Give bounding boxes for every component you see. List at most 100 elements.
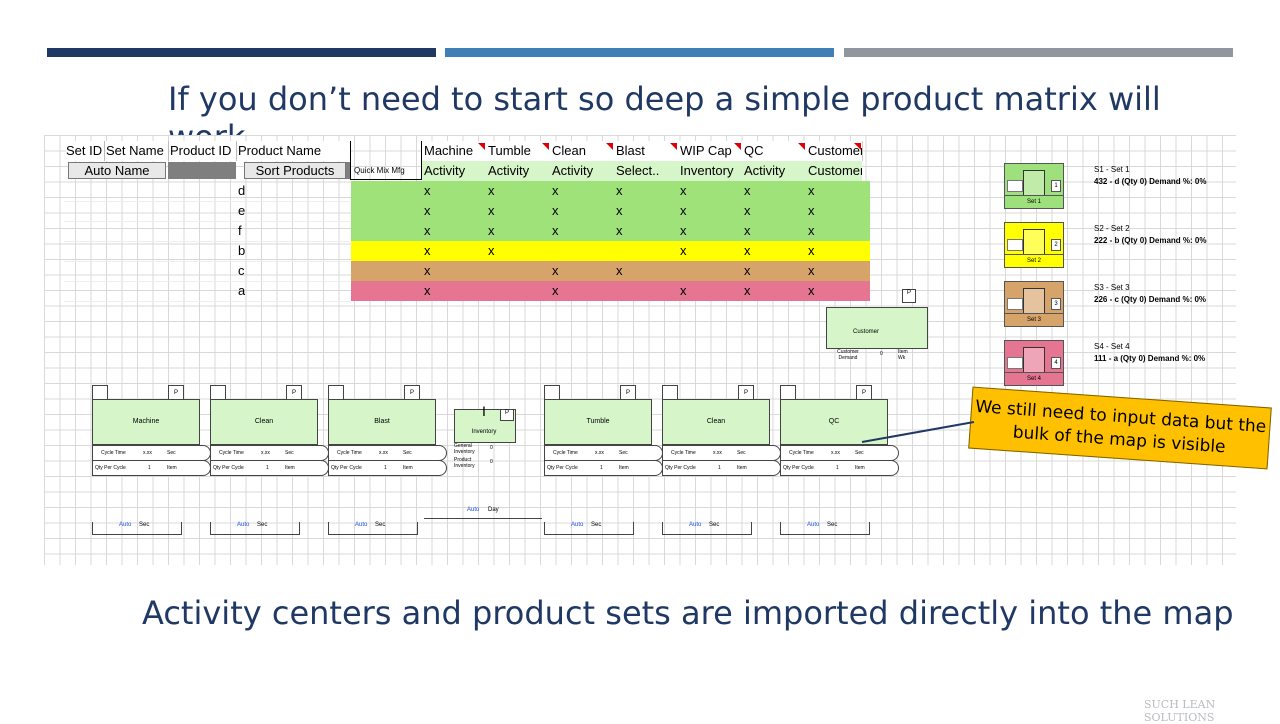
cycle-value: x.xx [261,450,270,456]
matrix-mark: x [616,203,623,218]
product-name: f [238,223,242,238]
set-id-text: S1 - Set 1 [1094,165,1130,174]
matrix-mark: x [744,243,751,258]
qty-label: Qty Per Cycle [783,465,814,471]
comment-marker [478,143,485,150]
matrix-mark: x [424,283,431,298]
matrix-mark: x [616,263,623,278]
footer-auto: Auto [355,522,368,528]
qty-label: Qty Per Cycle [547,465,578,471]
matrix-mark: x [424,223,431,238]
qty-label: Qty Per Cycle [331,465,362,471]
qty-value: 1 [718,465,721,471]
cycle-label: Cycle Time [553,450,578,456]
matrix-mark: x [744,223,751,238]
matrix-mark: x [744,183,751,198]
cycle-label: Cycle Time [101,450,126,456]
process-name: Machine [92,399,200,445]
activity-subheader: Activity [742,161,806,181]
matrix-mark: x [424,243,431,258]
qty-unit: Item [285,465,295,471]
cycle-value: x.xx [713,450,722,456]
qty-value: 1 [148,465,151,471]
matrix-mark: x [744,263,751,278]
matrix-row-blank [64,261,350,282]
inventory-gen-label: General Inventory [454,443,475,455]
cycle-label: Cycle Time [789,450,814,456]
sort-products-button[interactable]: Sort Products [244,162,346,179]
activity-subheader: Select.. [614,161,678,181]
matrix-mark: x [616,183,623,198]
qty-value: 1 [836,465,839,471]
matrix-mark: x [680,283,687,298]
auto-name-button[interactable]: Auto Name [68,162,166,179]
inventory-foot-line [424,518,542,519]
activity-header: WIP Cap [678,141,743,161]
activity-subheader: Inventory [678,161,742,181]
comment-marker [854,143,861,150]
cycle-unit: Sec [167,450,176,456]
set-number: 4 [1051,357,1061,369]
comment-marker [542,143,549,150]
matrix-mark: x [616,223,623,238]
matrix-header: Set Name [106,141,169,161]
cycle-value: x.xx [595,450,604,456]
qty-cap [766,460,781,476]
set-desc-text: 226 - c (Qty 0) Demand %: 0% [1094,295,1207,304]
qty-value: 1 [600,465,603,471]
set-label: Set 3 [1005,313,1063,326]
matrix-header: Product ID [170,141,237,161]
cycle-label: Cycle Time [219,450,244,456]
cycle-value: x.xx [379,450,388,456]
qty-cap [884,460,899,476]
footer-auto: Auto [807,522,820,528]
footer-unit: Sec [591,522,602,528]
matrix-mark: x [808,263,815,278]
inventory-name: Inventory [471,429,497,435]
activity-header: Tumble [486,141,551,161]
inventory-prod-val: 0 [490,459,493,465]
matrix-mark: x [552,263,559,278]
button-bar [346,162,350,179]
qty-label: Qty Per Cycle [95,465,126,471]
customer-name: Customer [852,329,879,335]
inventory-foot-auto: Auto [467,507,480,513]
matrix-mark: x [808,203,815,218]
product-name: d [238,183,246,198]
cycle-unit: Sec [619,450,628,456]
slide-subtitle: Activity centers and product sets are im… [142,594,1234,632]
qty-unit: Item [737,465,747,471]
matrix-mark: x [808,183,815,198]
customer-demand-val: 0 [880,351,883,357]
matrix-mark: x [680,223,687,238]
cycle-cap [648,445,663,461]
footer-unit: Sec [257,522,268,528]
qty-label: Qty Per Cycle [213,465,244,471]
set-id-text: S3 - Set 3 [1094,283,1130,292]
matrix-row-blank [64,201,350,222]
footer-unit: Sec [827,522,838,528]
header-bar-gray [844,48,1233,57]
comment-marker [670,143,677,150]
matrix-mark: x [744,203,751,218]
process-name: Tumble [544,399,652,445]
